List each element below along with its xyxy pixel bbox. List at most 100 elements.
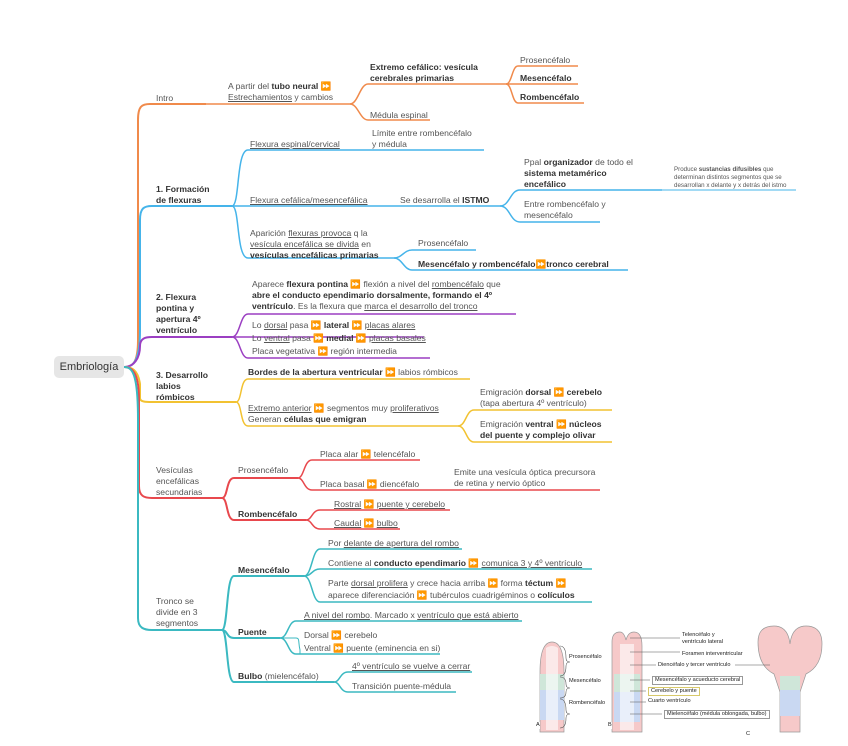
placa-basal-node[interactable]: Placa basal ⏩ diencéfalo — [320, 479, 420, 489]
mesencefalo-rombencefalo-node[interactable]: Mesencéfalo y rombencéfalo⏩tronco cerebr… — [418, 259, 609, 269]
figure-b-tube — [611, 631, 643, 733]
medula-espinal-node[interactable]: Médula espinal — [370, 110, 428, 120]
fig-mesencefalo-label: Mesencéfalo — [569, 678, 601, 685]
dorsal-prolifera-node[interactable]: Parte dorsal prolifera y crece hacia arr… — [328, 578, 567, 588]
fig-mesencefalo-acueducto-label: Mesencéfalo y acueducto cerebral — [652, 676, 744, 685]
cuarto-ventriculo-cerrar-node[interactable]: 4º ventrículo se vuelve a cerrar — [352, 661, 471, 671]
nivel-rombo-node[interactable]: A nivel del rombo. Marcado x ventrículo … — [304, 610, 519, 620]
emigracion-dorsal-line2: (tapa abertura 4º ventrículo) — [480, 398, 587, 408]
arrow-icon: ⏩ — [313, 333, 324, 343]
flex-prosencefalo-node[interactable]: Prosencéfalo — [418, 238, 469, 248]
placa-alar-node[interactable]: Placa alar ⏩ telencéfalo — [320, 449, 416, 459]
organizador-line3: encefálico — [524, 179, 567, 189]
colliculos-text: aparece diferenciación ⏩ tubérculos cuad… — [328, 590, 575, 600]
figure-c-brain — [757, 625, 823, 733]
sustancias-difusibles-node[interactable]: Produce sustancias difusibles que — [674, 166, 774, 173]
emigracion-dorsal-node[interactable]: Emigración dorsal ⏩ cerebelo — [480, 387, 603, 397]
vesiculas-line3: secundarias — [156, 487, 203, 497]
tronco-puente-node[interactable]: Puente — [238, 627, 267, 637]
conducto-ependimario-node[interactable]: Contiene al conducto ependimario ⏩ comun… — [328, 558, 583, 568]
figure-a-tube — [539, 641, 565, 733]
arrow-icon: ⏩ — [351, 320, 363, 330]
figure-leader-lines — [630, 637, 770, 715]
extremo-cefalico-line2: cerebrales primarias — [370, 73, 455, 83]
arrow-icon: ⏩ — [553, 387, 565, 397]
rombicos-line2: labios — [156, 381, 181, 391]
arrow-icon: ⏩ — [416, 590, 428, 600]
pontina-line2: pontina y — [156, 303, 195, 313]
entre-rombencefalo-line2: mesencéfalo — [524, 210, 573, 220]
aparicion-flexuras-node[interactable]: Aparición flexuras provoca q la — [250, 228, 368, 238]
rostral-node[interactable]: Rostral ⏩ puente y cerebelo — [334, 499, 446, 509]
dorsal-lateral-node[interactable]: Lo dorsal pasa ⏩ lateral ⏩ placas alares — [252, 320, 416, 330]
flexura-pontina-node[interactable]: 2. Flexura — [156, 292, 197, 302]
flexura-cefalica-node[interactable]: Flexura cefálica/mesencefálica — [250, 195, 368, 205]
fig-a-label: A — [536, 722, 540, 729]
arrow-icon: ⏩ — [535, 259, 547, 269]
root-node-embriologia[interactable]: Embriología — [54, 356, 124, 378]
organizador-node[interactable]: Ppal organizador de todo el — [524, 157, 633, 167]
tronco-bulbo-node[interactable]: Bulbo (mielencéfalo) — [238, 671, 319, 681]
arrow-icon: ⏩ — [320, 81, 332, 91]
limite-rombencefalo-node[interactable]: Límite entre rombencéfalo — [372, 128, 472, 138]
intro-estrech-text: Estrechamientos y cambios — [228, 92, 334, 102]
placa-vegetativa-node[interactable]: Placa vegetativa ⏩ región intermedia — [252, 346, 397, 356]
tronco-mesencefalo-node[interactable]: Mesencéfalo — [238, 565, 290, 575]
dorsal-cerebelo-node[interactable]: Dorsal ⏩ cerebelo — [304, 630, 378, 640]
arrow-icon: ⏩ — [363, 518, 375, 528]
transicion-puente-medula-node[interactable]: Transición puente-médula — [352, 681, 452, 691]
tronco-segmentos-node[interactable]: Tronco se — [156, 596, 194, 606]
intro-prosencefalo-node[interactable]: Prosencéfalo — [520, 55, 571, 65]
tronco-line3: segmentos — [156, 618, 199, 628]
aparicion-line3: vesículas encefálicas primarias — [250, 250, 379, 260]
vesiculas-line2: encefálicas — [156, 476, 199, 486]
fig-c-label: C — [746, 731, 751, 738]
intro-mesencefalo-node[interactable]: Mesencéfalo — [520, 73, 572, 83]
organizador-line2: sistema metamérico — [524, 168, 607, 178]
arrow-icon: ⏩ — [385, 367, 396, 377]
arrow-icon: ⏩ — [310, 320, 322, 330]
sustancias-line2: determinan distintos segmentos que se — [674, 174, 782, 181]
fig-diencefalo-label: Diencéfalo y tercer ventrículo — [658, 662, 731, 669]
emigracion-ventral-line2: del puente y complejo olivar — [480, 430, 596, 440]
vesicula-optica-line2: de retina y nervio óptico — [454, 478, 546, 488]
entre-rombencefalo-node[interactable]: Entre rombencéfalo y — [524, 199, 606, 209]
pontina-text-line3: ventrículo. Es la flexura que marca el d… — [252, 301, 478, 311]
labios-rombicos-node[interactable]: 3. Desarrollo — [156, 370, 209, 380]
vesicula-optica-node[interactable]: Emite una vesícula óptica precursora — [454, 467, 596, 477]
pontina-line4: ventrículo — [156, 325, 198, 335]
brain-vesicles-figure — [539, 625, 823, 733]
istmo-node[interactable]: Se desarrolla el ISTMO — [400, 195, 490, 205]
arrow-icon: ⏩ — [363, 499, 375, 509]
aparece-flexura-pontina-node[interactable]: Aparece flexura pontina ⏩ flexión a nive… — [252, 279, 501, 289]
ves-rombencefalo-node[interactable]: Rombencéfalo — [238, 509, 298, 519]
emigracion-ventral-node[interactable]: Emigración ventral ⏩ núcleos — [480, 419, 602, 429]
arrow-icon: ⏩ — [355, 333, 367, 343]
flexura-espinal-node[interactable]: Flexura espinal/cervical — [250, 139, 340, 149]
arrow-icon: ⏩ — [333, 643, 344, 653]
ves-prosencefalo-node[interactable]: Prosencéfalo — [238, 465, 289, 475]
intro-node[interactable]: Intro — [156, 93, 174, 103]
fig-mielencefalo-label: Mielencéfalo (médula oblongada, bulbo) — [664, 710, 770, 719]
intro-rombencefalo-node[interactable]: Rombencéfalo — [520, 92, 580, 102]
flexuras-node[interactable]: 1. Formación — [156, 184, 210, 194]
delante-apertura-node[interactable]: Por delante de apertura del rombo — [328, 538, 459, 548]
bordes-abertura-node[interactable]: Bordes de la abertura ventricular ⏩ labi… — [248, 367, 458, 377]
intro-tubo-text: A partir del tubo neural ⏩ — [228, 81, 332, 91]
generan-celulas-text: Generan células que emigran — [248, 414, 367, 424]
fig-telencefalo-label-2: ventrículo lateral — [682, 639, 724, 646]
arrow-icon: ⏩ — [313, 403, 325, 413]
arrow-icon: ⏩ — [487, 578, 499, 588]
extremo-anterior-node[interactable]: Extremo anterior ⏩ segmentos muy prolife… — [248, 403, 439, 413]
arrow-icon: ⏩ — [468, 558, 480, 568]
extremo-cefalico-node[interactable]: Extremo cefálico: vesícula — [370, 62, 478, 72]
flexuras-node-line2: de flexuras — [156, 195, 202, 205]
ventral-puente-node[interactable]: Ventral ⏩ puente (eminencia en si) — [304, 643, 441, 653]
vesiculas-secundarias-node[interactable]: Vesículas — [156, 465, 193, 475]
fig-cerebelo-label: Cerebelo y puente — [648, 687, 700, 696]
ventral-medial-node[interactable]: Lo ventral pasa ⏩ medial ⏩ placas basale… — [252, 333, 426, 343]
fig-prosencefalo-label: Prosencéfalo — [569, 654, 602, 661]
arrow-icon: ⏩ — [317, 346, 329, 356]
fig-foramen-label: Foramen interventricular — [682, 651, 743, 658]
caudal-node[interactable]: Caudal ⏩ bulbo — [334, 518, 398, 528]
